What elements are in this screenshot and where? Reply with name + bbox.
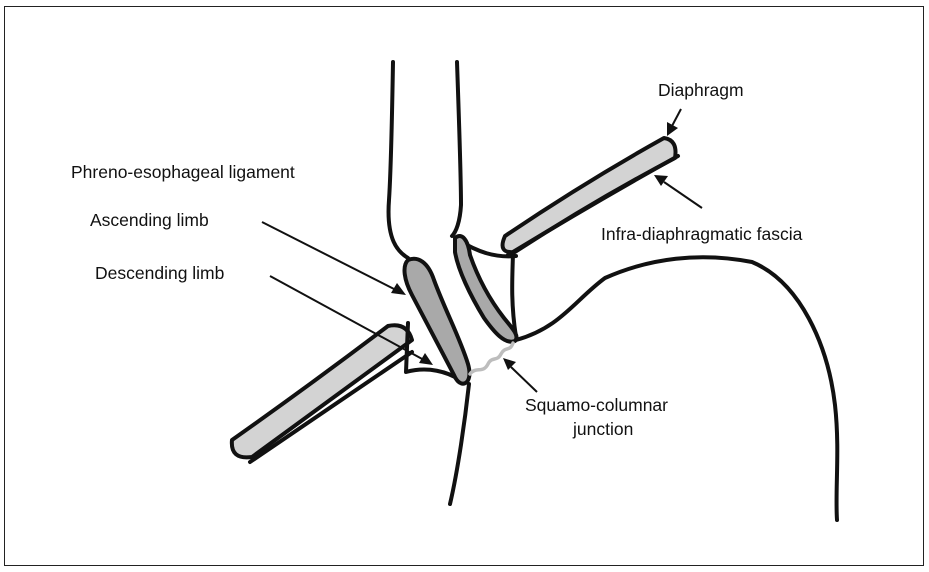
label-squamo-columnar: Squamo-columnar <box>525 395 668 415</box>
label-junction: junction <box>572 419 633 439</box>
stomach-inner-wall <box>512 254 516 337</box>
stomach-upper-wall <box>516 257 837 520</box>
arrow-infra-diaphragmatic-fascia <box>654 175 702 208</box>
lower-esophagus-wall <box>450 384 469 504</box>
label-phreno-esophageal-ligament: Phreno-esophageal ligament <box>71 162 295 182</box>
label-descending-limb: Descending limb <box>95 263 224 283</box>
ascending-limb-shape <box>405 259 470 384</box>
label-infra-diaphragmatic-fascia: Infra-diaphragmatic fascia <box>601 224 803 244</box>
arrow-squamo-columnar-junction <box>503 358 537 392</box>
arrow-diaphragm <box>667 109 681 136</box>
squamo-columnar-junction-line <box>470 343 513 374</box>
esophagus-left-wall <box>389 62 408 258</box>
left-diaphragm-crus <box>232 325 412 462</box>
left-diaphragm-band <box>232 325 412 457</box>
label-ascending-limb: Ascending limb <box>90 210 209 230</box>
esophagus-right-wall <box>452 62 461 236</box>
label-diaphragm: Diaphragm <box>658 80 744 100</box>
